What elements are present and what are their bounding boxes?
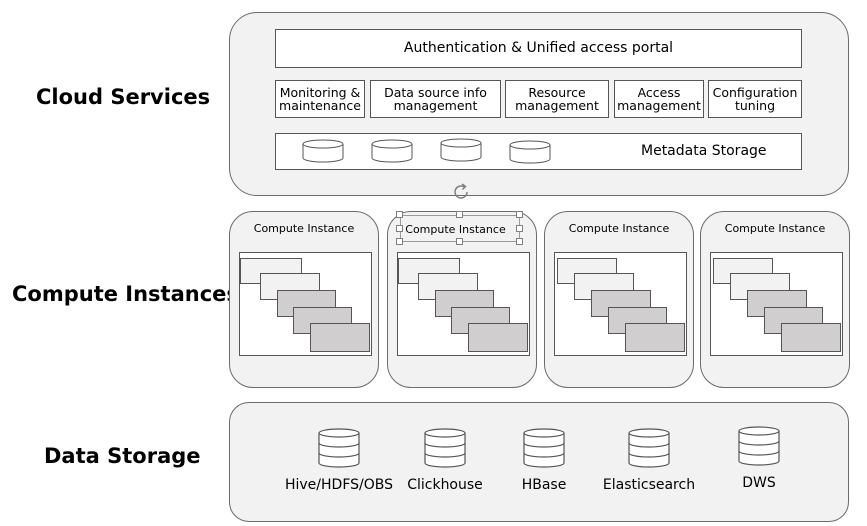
database-cylinder-icon xyxy=(371,139,413,163)
selection-handle[interactable] xyxy=(516,238,523,245)
storage-elasticsearch[interactable]: Elasticsearch xyxy=(589,428,709,493)
workload-block xyxy=(781,323,841,352)
access-portal-box[interactable]: Authentication & Unified access portal xyxy=(275,29,802,68)
layer-label-compute-instances: Compute Instances xyxy=(12,282,239,306)
selection-handle[interactable] xyxy=(396,211,403,218)
selection-handle[interactable] xyxy=(456,238,463,245)
storage-label: Clickhouse xyxy=(407,477,483,493)
database-cylinder-icon xyxy=(302,139,344,163)
compute-instance-workload-area xyxy=(710,252,843,356)
storage-clickhouse[interactable]: Clickhouse xyxy=(385,428,505,493)
database-cylinder-icon xyxy=(509,140,551,164)
compute-instance-title: Compute Instance xyxy=(253,222,355,235)
module-datasource-box[interactable]: Data source info management xyxy=(370,80,501,118)
module-resource-label: Resource management xyxy=(515,85,599,113)
workload-block xyxy=(468,323,528,352)
layer-label-cloud-services: Cloud Services xyxy=(36,85,211,109)
module-configuration-box[interactable]: Configuration tuning xyxy=(708,80,802,118)
selection-handle[interactable] xyxy=(516,211,523,218)
storage-label: Hive/HDFS/OBS xyxy=(284,477,393,493)
storage-hbase[interactable]: HBase xyxy=(484,428,604,493)
selection-handle[interactable] xyxy=(456,211,463,218)
selection-handle[interactable] xyxy=(396,225,403,232)
storage-dws[interactable]: DWS xyxy=(699,426,819,491)
compute-instance-title: Compute Instance xyxy=(724,222,826,235)
module-monitoring-box[interactable]: Monitoring & maintenance xyxy=(275,80,365,118)
compute-instance-title: Compute Instance xyxy=(568,222,670,235)
database-stack-icon xyxy=(738,426,780,466)
compute-instance-panel[interactable]: Compute Instance xyxy=(229,211,379,388)
database-stack-icon xyxy=(523,428,565,468)
module-monitoring-label: Monitoring & maintenance xyxy=(279,85,361,113)
compute-instance-title: Compute Instance xyxy=(405,223,506,236)
module-datasource-label: Data source info management xyxy=(384,85,487,113)
access-portal-label: Authentication & Unified access portal xyxy=(403,40,674,56)
module-configuration-label: Configuration tuning xyxy=(712,85,798,113)
database-stack-icon xyxy=(318,428,360,468)
workload-block xyxy=(310,323,370,352)
compute-instance-workload-area xyxy=(239,252,372,356)
compute-instance-workload-area xyxy=(397,252,530,356)
compute-instance-panel[interactable]: Compute Instance xyxy=(700,211,850,388)
database-cylinder-icon xyxy=(440,138,482,162)
storage-hive-hdfs-obs[interactable]: Hive/HDFS/OBS xyxy=(279,428,399,493)
metadata-storage-label: Metadata Storage xyxy=(641,143,767,159)
module-resource-box[interactable]: Resource management xyxy=(505,80,609,118)
storage-label: DWS xyxy=(742,475,776,491)
selection-handle[interactable] xyxy=(516,225,523,232)
database-stack-icon xyxy=(628,428,670,468)
module-access-label: Access management xyxy=(617,85,701,113)
selection-handle[interactable] xyxy=(396,238,403,245)
rotate-handle-icon[interactable] xyxy=(449,180,473,204)
storage-label: HBase xyxy=(521,477,567,493)
workload-block xyxy=(625,323,685,352)
database-stack-icon xyxy=(424,428,466,468)
compute-instance-panel[interactable]: Compute Instance xyxy=(544,211,694,388)
layer-label-data-storage: Data Storage xyxy=(44,444,201,468)
module-access-box[interactable]: Access management xyxy=(614,80,704,118)
storage-label: Elasticsearch xyxy=(602,477,696,493)
compute-instance-workload-area xyxy=(554,252,687,356)
